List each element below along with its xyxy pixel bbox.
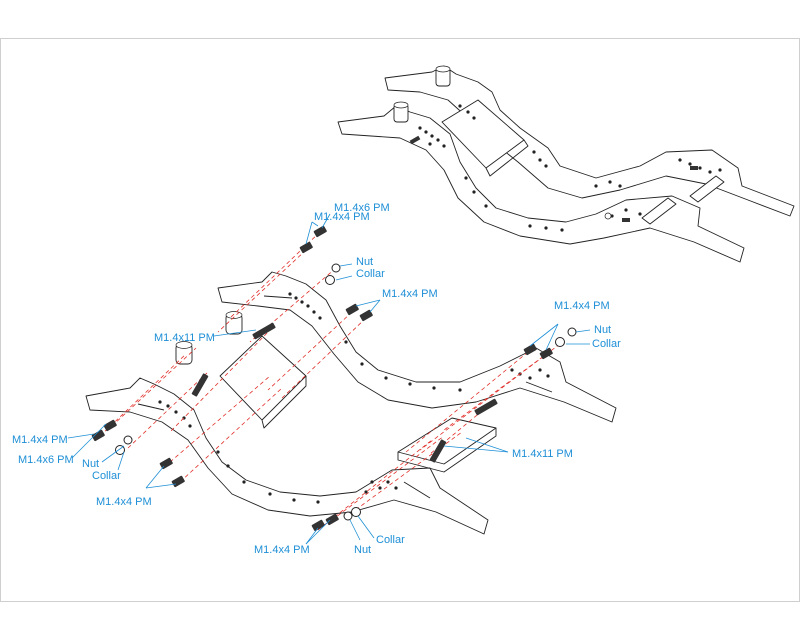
callout-m14x11-pm-left: M1.4x11 PM xyxy=(154,332,215,344)
callout-m14x4-pm-low: M1.4x4 PM xyxy=(96,496,152,508)
exploded-chassis xyxy=(85,271,617,535)
callout-collar-bottom: Collar xyxy=(376,534,405,546)
callout-m14x6-pm-left: M1.4x6 PM xyxy=(18,454,74,466)
callout-nut-right: Nut xyxy=(594,324,612,336)
callout-m14x4-pm-top: M1.4x4 PM xyxy=(314,211,370,223)
fasteners xyxy=(91,225,577,532)
callout-nut-left: Nut xyxy=(82,458,100,470)
callout-collar-left: Collar xyxy=(92,470,121,482)
callout-collar-top: Collar xyxy=(356,268,385,280)
callout-nut-bottom: Nut xyxy=(354,544,372,556)
assembled-chassis xyxy=(337,65,795,263)
callout-m14x6-pm-top: M1.4x6 PM xyxy=(334,202,390,214)
callout-nut-top: Nut xyxy=(356,256,374,268)
callout-m14x4-pm-right: M1.4x4 PM xyxy=(554,300,610,312)
callout-collar-right: Collar xyxy=(592,338,621,350)
alignment-lines xyxy=(99,231,561,531)
callout-pointers xyxy=(67,213,591,545)
callout-m14x11-pm-right: M1.4x11 PM xyxy=(512,448,573,460)
callout-m14x4-pm-left: M1.4x4 PM xyxy=(12,434,68,446)
callout-m14x4-pm-bottom: M1.4x4 PM xyxy=(254,544,310,556)
callout-m14x4-pm-mid: M1.4x4 PM xyxy=(382,288,438,300)
